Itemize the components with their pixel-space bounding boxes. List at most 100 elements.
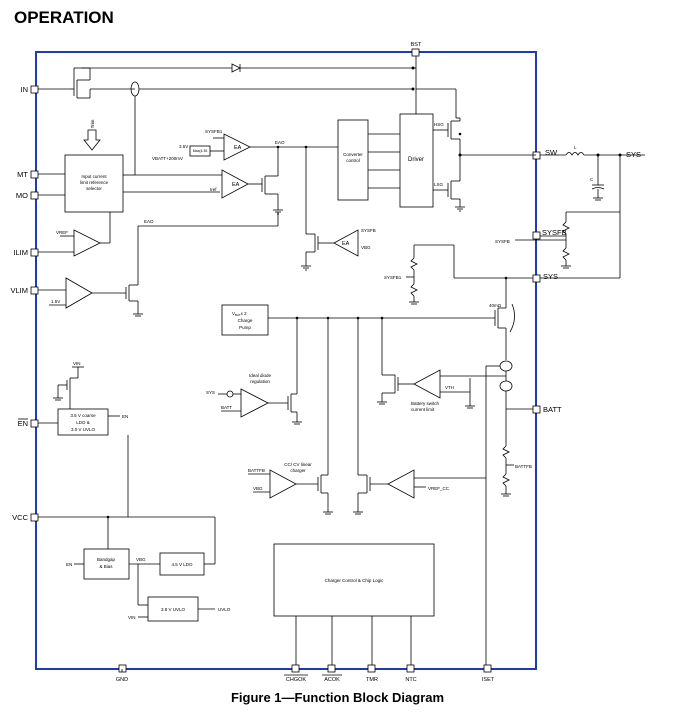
- pin-sysfb: SYSFB: [532, 228, 567, 240]
- svg-text:BATTFB: BATTFB: [515, 464, 532, 469]
- svg-text:UVLO: UVLO: [218, 607, 231, 612]
- svg-text:VREF_CC: VREF_CC: [428, 486, 450, 491]
- svg-text:IN: IN: [21, 85, 29, 94]
- svg-text:selector: selector: [86, 186, 102, 191]
- svg-text:BST: BST: [411, 42, 422, 48]
- svg-text:EN: EN: [122, 414, 128, 419]
- svg-text:VBG: VBG: [136, 557, 146, 562]
- svg-text:SYS: SYS: [206, 390, 215, 395]
- svg-text:limit reference: limit reference: [80, 180, 109, 185]
- trim-arrow: Trim: [83, 119, 101, 151]
- svg-text:Max(4.35: Max(4.35: [193, 149, 208, 153]
- svg-text:3.5 V coarse: 3.5 V coarse: [70, 413, 96, 418]
- svg-text:control: control: [346, 158, 360, 163]
- svg-text:EN: EN: [18, 419, 28, 428]
- svg-text:& Bias: & Bias: [99, 564, 113, 569]
- pin-ilim: ILIM: [13, 248, 39, 257]
- svg-text:HSG: HSG: [434, 122, 444, 127]
- svg-text:Iref: Iref: [210, 187, 217, 192]
- svg-text:3.8 V UVLO: 3.8 V UVLO: [161, 607, 186, 612]
- svg-text:3.0 V UVLO: 3.0 V UVLO: [71, 427, 96, 432]
- svg-text:SYSFB: SYSFB: [361, 228, 376, 233]
- svg-text:current limit: current limit: [411, 407, 435, 412]
- svg-text:SYS: SYS: [543, 272, 558, 281]
- svg-text:ACOK: ACOK: [324, 677, 340, 683]
- bandgap-ldo-uvlo: Bandgap & Bias EN VBG 4.5 V LDO 3.8 V UV…: [66, 517, 231, 622]
- svg-text:40mΩ: 40mΩ: [489, 303, 502, 308]
- svg-text:regulation: regulation: [250, 379, 270, 384]
- low-side-mosfet: [447, 176, 465, 212]
- sysfb-divider: SYSFB: [495, 212, 571, 269]
- svg-text:BATT: BATT: [543, 405, 562, 414]
- svg-text:SYSFB1: SYSFB1: [384, 275, 402, 280]
- svg-text:LDO &: LDO &: [76, 420, 90, 425]
- svg-text:TMR: TMR: [366, 677, 378, 683]
- pin-mo: MO: [16, 191, 39, 200]
- svg-text:VTH: VTH: [445, 385, 454, 390]
- high-side-mosfet: [447, 117, 462, 176]
- svg-text:VBG: VBG: [253, 486, 263, 491]
- svg-text:CC/ CV linear: CC/ CV linear: [284, 462, 312, 467]
- pin-mt: MT: [17, 170, 39, 179]
- svg-text:EA: EA: [232, 182, 240, 188]
- ilim-amplifier: VREF: [38, 212, 111, 257]
- svg-text:Trim: Trim: [90, 119, 95, 128]
- pin-bst: BST: [411, 42, 422, 57]
- svg-text:ISET: ISET: [482, 677, 495, 683]
- svg-text:Ideal diode: Ideal diode: [249, 373, 272, 378]
- vref-cc-amplifier: VREF_CC: [353, 318, 500, 665]
- pin-batt: BATT: [532, 405, 562, 414]
- label-sys-output: SYS: [626, 150, 641, 159]
- svg-text:VIN: VIN: [73, 361, 81, 366]
- converter-control-block: Converter control: [337, 119, 400, 201]
- svg-text:Bandgap: Bandgap: [97, 557, 116, 562]
- pin-sys: SYS: [532, 272, 558, 283]
- battery-switch-mosfet: 40mΩ: [489, 276, 533, 410]
- svg-text:EN: EN: [66, 562, 72, 567]
- pin-iset: ISET: [482, 664, 495, 683]
- error-amp-2: EA Iref: [210, 147, 283, 215]
- pin-acok: ACOK: [322, 664, 342, 683]
- svg-text:VREF: VREF: [56, 230, 68, 235]
- page-heading: OPERATION: [14, 8, 114, 27]
- vlim-amplifier: 1.5V EAO: [38, 212, 279, 317]
- svg-text:C: C: [590, 177, 594, 182]
- battfb-divider: BATTFB: [501, 409, 532, 497]
- pin-gnd: GND: [116, 664, 128, 683]
- svg-text:ILIM: ILIM: [13, 248, 28, 257]
- svg-text:CHGOK: CHGOK: [286, 677, 307, 683]
- pin-ntc: NTC: [405, 664, 417, 683]
- input-limit-selector: Input current limit reference selector: [38, 96, 222, 213]
- ideal-diode-regulator: Ideal diode regulation SYS BATT: [206, 318, 302, 425]
- svg-text:SYS: SYS: [626, 150, 641, 159]
- svg-text:LSG: LSG: [434, 182, 444, 187]
- svg-text:EAO: EAO: [275, 140, 285, 145]
- pin-vcc: VCC: [12, 513, 39, 522]
- pin-vlim: VLIM: [10, 286, 39, 295]
- cccv-linear-charger: CC/ CV linear charger BATTFB VBG: [248, 318, 333, 515]
- svg-text:EA: EA: [234, 145, 242, 151]
- svg-text:MO: MO: [16, 191, 28, 200]
- svg-text:1.5V: 1.5V: [51, 299, 60, 304]
- charge-pump-block: VBATx 2 Charge Pump: [221, 304, 495, 336]
- pin-tmr: TMR: [366, 664, 378, 683]
- svg-text:3.5V: 3.5V: [179, 144, 188, 149]
- svg-text:SW: SW: [545, 148, 558, 157]
- pin-in: IN: [21, 85, 39, 94]
- sysfb1-divider: SYSFB1: [384, 244, 533, 305]
- pin-en: EN: [18, 418, 39, 428]
- svg-text:Charger Control & Chip Logic: Charger Control & Chip Logic: [325, 578, 385, 583]
- svg-text:EAO: EAO: [144, 219, 154, 224]
- charger-control-logic: Charger Control & Chip Logic: [273, 543, 435, 665]
- svg-text:VIN: VIN: [128, 615, 136, 620]
- svg-text:NTC: NTC: [405, 677, 416, 683]
- svg-text:Battery switch: Battery switch: [411, 401, 440, 406]
- svg-text:Charge: Charge: [238, 318, 253, 323]
- svg-text:VCC: VCC: [12, 513, 28, 522]
- error-amp-1: EA SYSFB1 3.5V Max(4.35 VBATT+200mV EAO: [152, 129, 338, 161]
- svg-text:VBATT+200mV: VBATT+200mV: [152, 156, 183, 161]
- svg-text:L: L: [574, 145, 577, 150]
- error-amp-3: EA SYSFB VBG: [301, 147, 376, 271]
- svg-text:SYSFB: SYSFB: [495, 239, 510, 244]
